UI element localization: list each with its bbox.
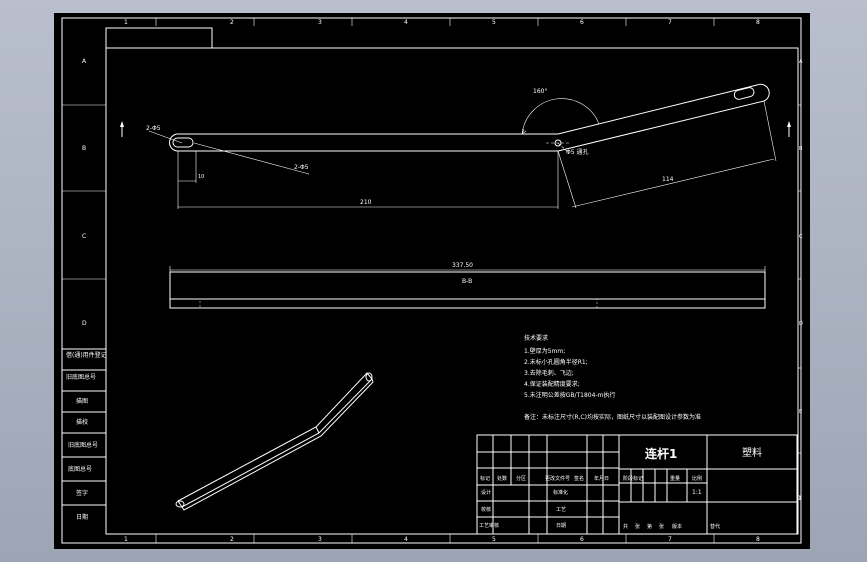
- inner-frame: [105, 47, 799, 535]
- tb-bottom-3: 张: [659, 523, 664, 530]
- zone-bottom-8: 8: [756, 536, 760, 543]
- tb-bottom-4: 版本: [672, 523, 682, 530]
- zone-bottom-5: 5: [492, 536, 496, 543]
- zone-left-d: D: [82, 320, 87, 327]
- notes-remark: 备注：未标注尺寸(R,C)均按实际，图纸尺寸以装配图设计参数为准: [524, 413, 701, 421]
- zone-top-2: 2: [230, 19, 234, 26]
- scale: 1:1: [692, 489, 702, 496]
- zone-bottom-7: 7: [668, 536, 672, 543]
- tb-header-2: 分区: [516, 475, 526, 482]
- tb-bottom-1: 张: [635, 523, 640, 530]
- zone-right-e: E: [799, 409, 802, 415]
- zone-bottom-1: 1: [124, 536, 128, 543]
- zone-right-f: F: [799, 496, 802, 502]
- part-name: 连杆1: [645, 446, 677, 461]
- side-label-4: 旧底图总号: [68, 441, 98, 449]
- zone-top-4: 4: [404, 19, 408, 26]
- note-item-0: 1.壁厚为5mm;: [524, 347, 565, 355]
- dim-length-right: 114: [662, 176, 674, 183]
- tb-stage-1: 重量: [670, 475, 680, 482]
- tb-header-1: 处数: [497, 475, 507, 482]
- sheet-no: 1: [798, 495, 802, 502]
- tb-role2-1: 工艺: [556, 507, 566, 513]
- isometric-view: [175, 372, 374, 511]
- side-label-3: 描校: [76, 418, 88, 426]
- title-block-grid: [476, 434, 798, 535]
- dim-total-length: 337.50: [452, 262, 473, 269]
- tb-role-2: 工艺审核: [479, 522, 499, 529]
- drawing-canvas: 1 2 3 4 5 6 7 8 1 2 3 4 5 6 7 8 A B C D …: [61, 17, 803, 544]
- code-box: [105, 27, 213, 49]
- note-item-3: 4.保证装配精度要求;: [524, 380, 580, 388]
- link-main-view: [120, 83, 791, 209]
- zone-bottom-6: 6: [580, 536, 584, 543]
- zone-right-b: B: [799, 146, 803, 152]
- note-item-1: 2.未标小孔圆角半径R1;: [524, 358, 588, 366]
- dim-height-small: 10: [198, 174, 204, 180]
- tb-bottom-5: 替代: [710, 523, 720, 530]
- zone-left-b: B: [82, 145, 86, 152]
- tb-bottom-2: 第: [647, 523, 652, 530]
- zone-top-6: 6: [580, 19, 584, 26]
- zone-top-7: 7: [668, 19, 672, 26]
- material: 塑料: [742, 446, 762, 459]
- zone-top-5: 5: [492, 19, 496, 26]
- zone-right-a: A: [799, 59, 803, 65]
- tb-role-1: 校核: [481, 506, 491, 513]
- dim-taper: 2-Φ5: [294, 164, 309, 171]
- zone-bottom-2: 2: [230, 536, 234, 543]
- drawing-sheet[interactable]: 1 2 3 4 5 6 7 8 1 2 3 4 5 6 7 8 A B C D …: [54, 13, 810, 549]
- tb-header-5: 年月日: [594, 475, 609, 482]
- zone-bottom-3: 3: [318, 536, 322, 543]
- zone-bottom-4: 4: [404, 536, 408, 543]
- zone-ticks: [62, 18, 801, 543]
- outer-frame: [61, 17, 802, 544]
- dim-angle: 160°: [533, 88, 547, 95]
- tb-header-3: 更改文件号: [545, 475, 570, 482]
- tb-header-0: 标记: [480, 475, 490, 482]
- side-label-6: 签字: [76, 489, 88, 497]
- zone-right-c: C: [799, 234, 803, 240]
- zone-top-3: 3: [318, 19, 322, 26]
- note-item-4: 5.未注明公差按GB/T1804-m执行: [524, 391, 615, 399]
- side-label-5: 底图总号: [68, 465, 92, 473]
- tb-stage-0: 阶段标记: [623, 475, 643, 482]
- dim-hole-left: 2-Φ5: [146, 125, 161, 132]
- section-view: [169, 266, 766, 309]
- tb-role2-2: 日期: [556, 523, 566, 529]
- tb-role-0: 设计: [481, 489, 491, 496]
- zone-right-d: D: [799, 321, 803, 327]
- notes-title: 技术要求: [524, 334, 548, 342]
- section-label: B-B: [462, 278, 472, 285]
- side-label-7: 日期: [76, 513, 88, 521]
- zone-left-a: A: [82, 58, 87, 65]
- tb-bottom-0: 共: [623, 523, 628, 530]
- tb-header-4: 签名: [574, 475, 584, 482]
- tb-role2-0: 标准化: [553, 489, 568, 496]
- zone-top-1: 1: [124, 19, 128, 26]
- note-item-2: 3.去除毛刺、飞边;: [524, 369, 574, 377]
- side-label-0: 借(通)用件登记: [66, 351, 107, 359]
- side-table-grid: [62, 348, 106, 506]
- tb-stage-2: 比例: [692, 475, 702, 482]
- zone-left-c: C: [82, 233, 86, 240]
- dim-hole-right: Φ5 通孔: [566, 148, 588, 156]
- zone-top-8: 8: [756, 19, 760, 26]
- dim-length-main: 210: [360, 199, 372, 206]
- side-label-2: 描图: [76, 397, 88, 405]
- side-label-1: 旧底图总号: [66, 373, 96, 381]
